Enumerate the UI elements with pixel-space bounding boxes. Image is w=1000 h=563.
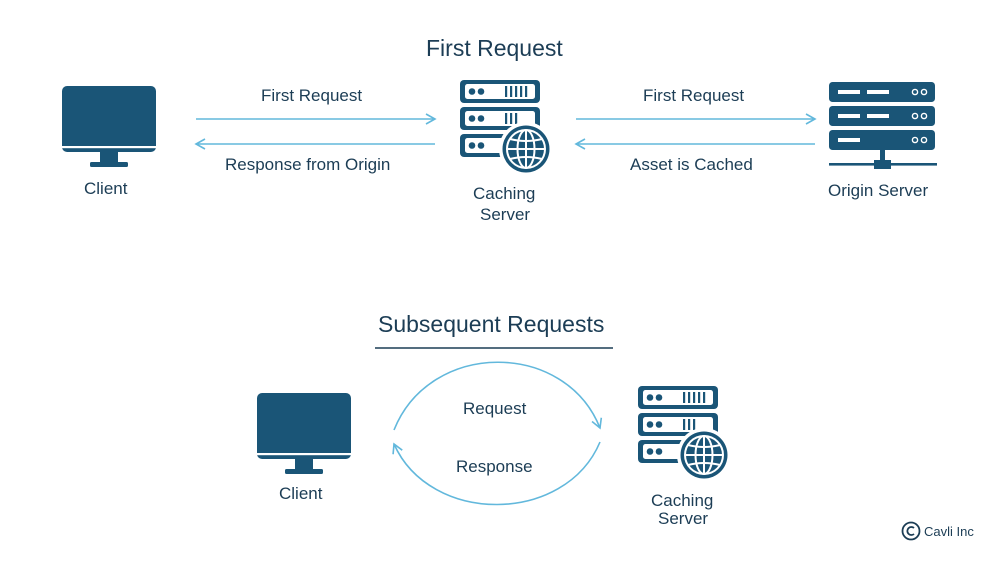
label-request: Request — [463, 399, 527, 418]
bottom-caching-label-line1: Caching — [651, 491, 714, 510]
bottom-caching-label-line2: Server — [658, 509, 709, 528]
bottom-client-label: Client — [279, 484, 323, 503]
brand-name: Cavli Inc — [924, 523, 974, 539]
top-client-label: Client — [84, 179, 128, 198]
bottom-client-monitor-icon — [257, 393, 351, 474]
client-monitor-icon — [62, 86, 156, 167]
bottom-caching-server-icon — [638, 386, 731, 482]
label-left-back: Response from Origin — [225, 155, 391, 174]
label-response: Response — [456, 457, 533, 476]
label-right-back: Asset is Cached — [630, 155, 753, 174]
caching-server-icon — [460, 80, 553, 176]
top-caching-label-line2: Server — [480, 205, 531, 224]
cycle-arrow-response — [392, 441, 601, 506]
brand-mark: Cavli Inc — [901, 521, 974, 541]
bottom-title: Subsequent Requests — [378, 311, 605, 337]
top-title: First Request — [426, 35, 563, 61]
cycle-arrow-request — [393, 361, 603, 431]
copyright-c-icon — [901, 521, 921, 541]
origin-server-icon — [829, 82, 937, 169]
top-caching-label-line1: Caching — [473, 184, 536, 203]
origin-server-label: Origin Server — [828, 181, 929, 200]
label-right-forward: First Request — [643, 86, 745, 105]
label-left-forward: First Request — [261, 86, 363, 105]
